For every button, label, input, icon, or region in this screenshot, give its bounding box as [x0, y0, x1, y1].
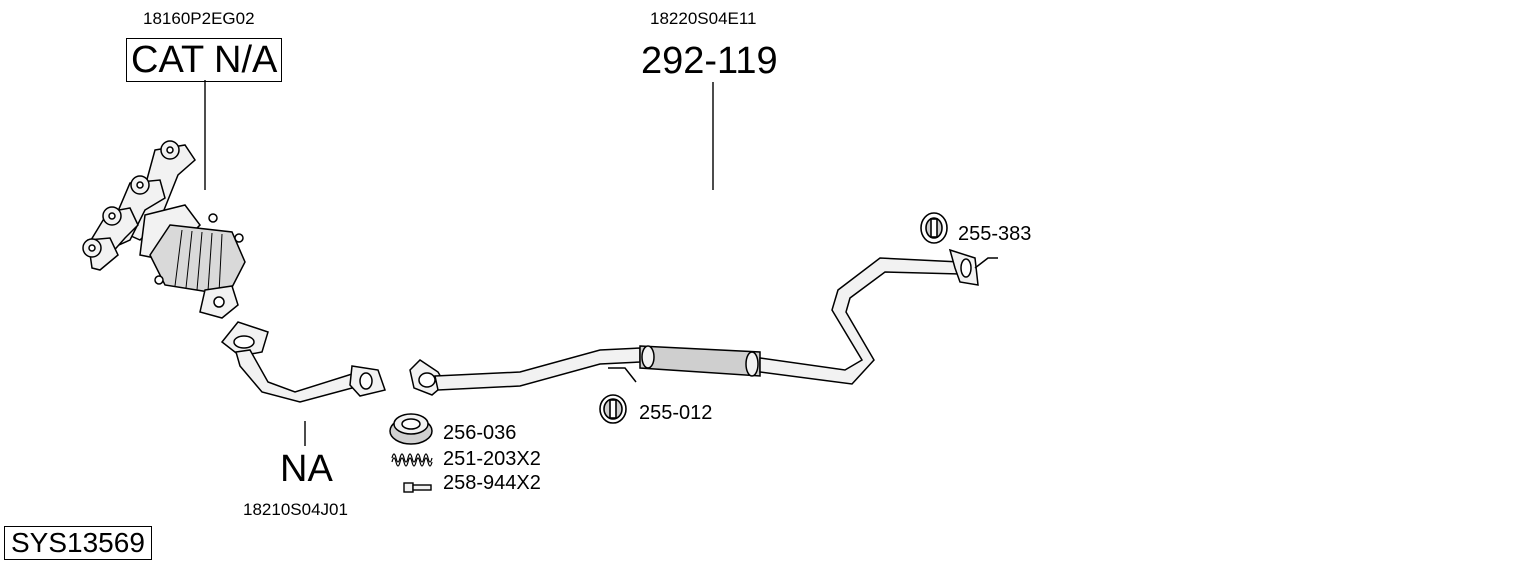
spring-part-number: 251-203X2 [443, 448, 541, 470]
bolt-part-number: 258-944X2 [443, 472, 541, 494]
front-pipe-oem-number: 18210S04J01 [243, 500, 348, 519]
rubber-hanger-part-number: 255-383 [958, 223, 1032, 245]
gasket-part-number: 256-036 [443, 422, 517, 444]
center-pipe-oem-number: 18220S04E11 [650, 9, 757, 28]
front-pipe-part-label: NA [280, 448, 333, 490]
rubber-mount-icon [599, 394, 627, 424]
bolt-icon [403, 482, 432, 493]
center-pipe-part-label: 292-119 [641, 40, 778, 82]
manifold-oem-number: 18160P2EG02 [143, 9, 255, 28]
spring-icon [391, 453, 433, 467]
catalytic-manifold-icon [82, 140, 246, 319]
rubber-hanger-icon [920, 212, 948, 244]
front-pipe-icon [220, 321, 386, 403]
gasket-ring-icon [389, 413, 433, 445]
manifold-part-label: CAT N/A [126, 38, 283, 82]
exhaust-pipe-with-silencer-icon [409, 248, 998, 396]
system-code: SYS13569 [4, 526, 152, 560]
rubber-mount-part-number: 255-012 [639, 402, 713, 424]
